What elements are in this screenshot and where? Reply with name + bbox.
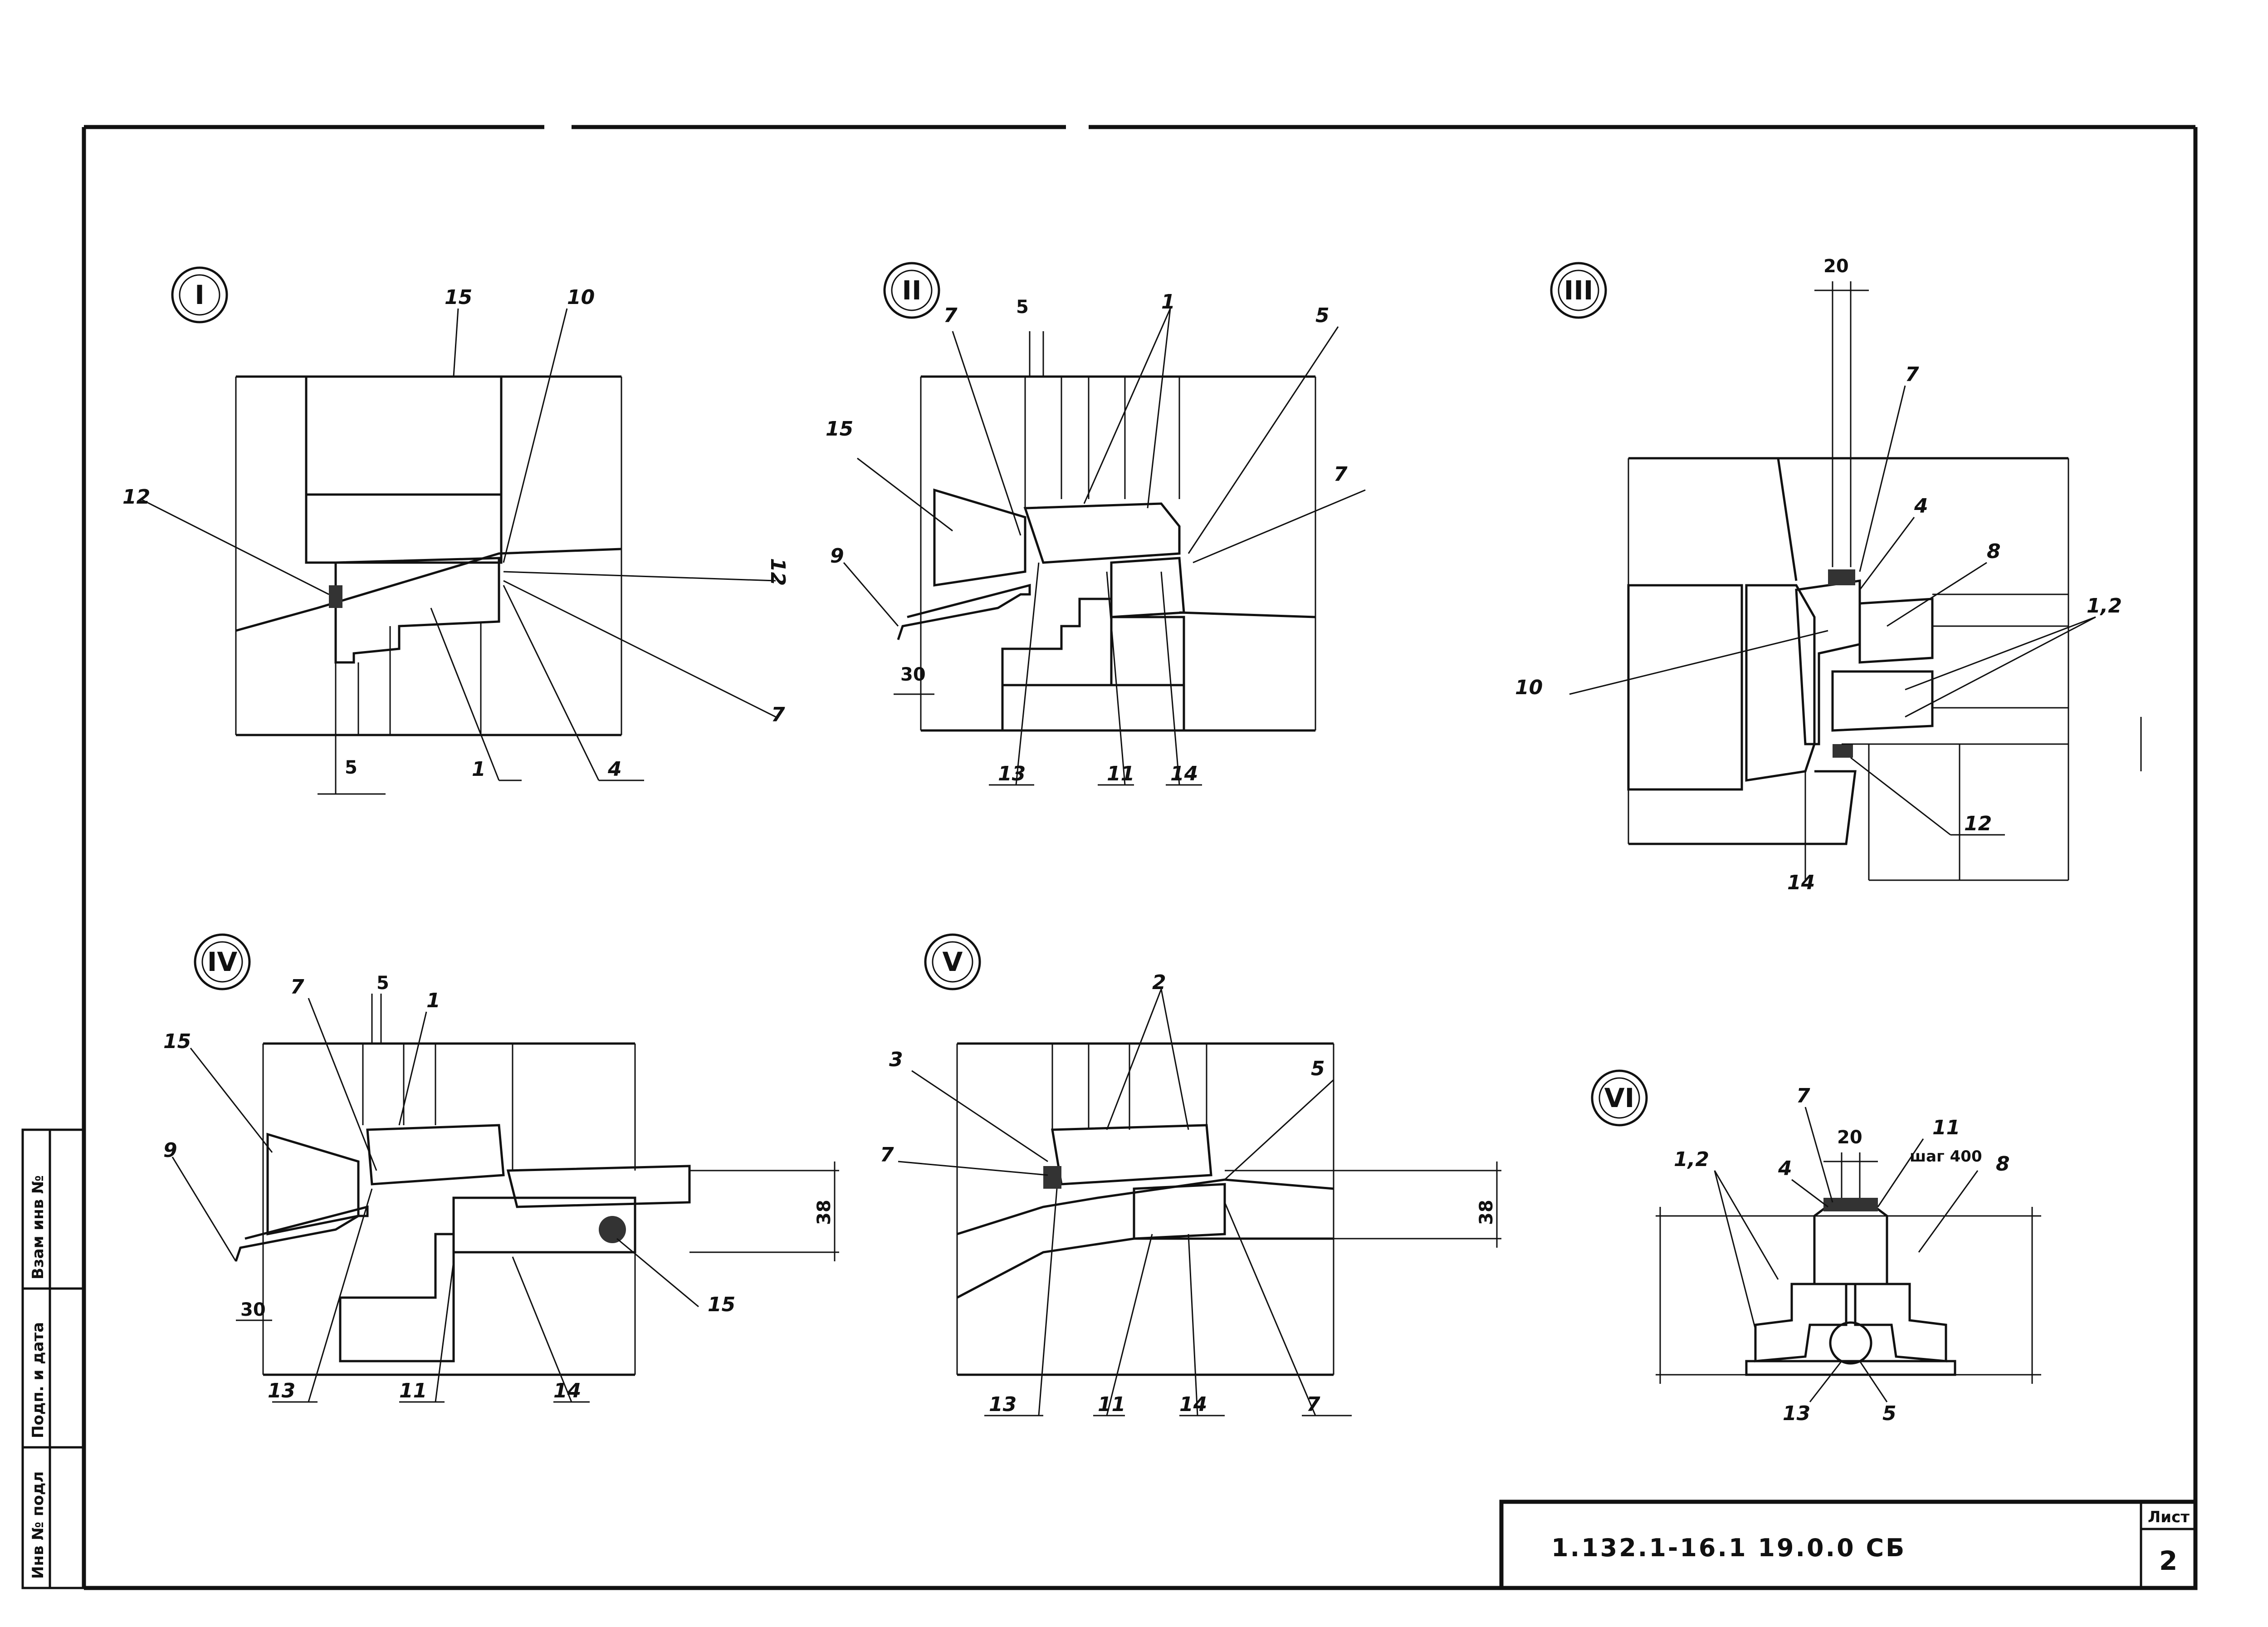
callout-IV-13: 13 <box>268 1379 295 1402</box>
detail-number-IV: IV <box>207 946 238 977</box>
detail-number-I: I <box>195 279 205 310</box>
callout-II-13: 13 <box>998 762 1026 785</box>
callout-IV-14: 14 <box>553 1379 581 1402</box>
side-stamp: Взам инв № Подп. и дата Инв № подл <box>21 1128 85 1589</box>
callout-IV-5: 5 <box>376 973 389 994</box>
callout-III-4: 4 <box>1914 495 1928 518</box>
callout-IV-30: 30 <box>240 1299 266 1320</box>
callout-II-9: 9 <box>830 544 844 568</box>
callout-I-10: 10 <box>567 286 595 309</box>
callout-V-14: 14 <box>1179 1393 1207 1416</box>
detail-marker-V <box>924 933 981 990</box>
callout-II-14: 14 <box>1170 762 1198 785</box>
stamp-inv-podl: Инв № подл <box>29 1471 47 1579</box>
callout-I-5: 5 <box>345 757 357 778</box>
callout-II-30: 30 <box>900 664 926 685</box>
sheet-number: 2 <box>2159 1545 2177 1576</box>
callout-VI-4: 4 <box>1778 1157 1792 1180</box>
callout-V-13: 13 <box>989 1393 1017 1416</box>
detail-marker-IV <box>194 933 251 990</box>
sheet-frame <box>82 125 2198 1590</box>
callout-VI-20: 20 <box>1837 1127 1862 1148</box>
title-block: 1.132.1-16.1 19.0.0 СБ Лист 2 <box>1499 1500 2198 1590</box>
detail-V: V 2 3 5 7 38 13 11 14 <box>880 933 1501 1416</box>
callout-VI-1-2: 1,2 <box>1674 1148 1709 1171</box>
callout-I-15: 15 <box>445 286 472 309</box>
detail-marker-II <box>883 262 940 319</box>
callout-V-5: 5 <box>1311 1057 1325 1080</box>
callout-I-12a: 12 <box>122 485 150 509</box>
callout-II-5b: 5 <box>1315 304 1330 327</box>
callout-V-7a: 7 <box>880 1143 894 1166</box>
callout-VI-11: 11 <box>1932 1116 1960 1139</box>
drawing-code: 1.132.1-16.1 19.0.0 СБ <box>1551 1534 1906 1562</box>
callout-I-1: 1 <box>472 758 486 781</box>
detail-IV: IV 7 5 1 15 9 <box>163 933 839 1403</box>
callout-IV-38: 38 <box>814 1200 835 1225</box>
callout-III-12: 12 <box>1964 812 1992 835</box>
callout-III-14: 14 <box>1787 871 1815 894</box>
callout-II-7a: 7 <box>943 304 958 327</box>
callout-I-4: 4 <box>607 758 622 781</box>
callout-IV-7: 7 <box>290 975 304 999</box>
callout-III-10: 10 <box>1515 676 1543 699</box>
callout-I-12b: 12 <box>766 558 789 586</box>
callout-II-5a: 5 <box>1016 297 1029 318</box>
callout-VI-8: 8 <box>1996 1152 2010 1176</box>
callout-IV-15b: 15 <box>708 1293 735 1316</box>
callout-VI-step: шаг 400 <box>1910 1147 1982 1166</box>
callout-III-20: 20 <box>1823 256 1849 277</box>
detail-number-V: V <box>943 946 963 977</box>
callout-III-7: 7 <box>1905 363 1919 386</box>
callout-IV-1: 1 <box>426 989 440 1012</box>
callout-III-1-2: 1,2 <box>2087 594 2122 617</box>
callout-III-8: 8 <box>1987 540 2001 563</box>
callout-V-11: 11 <box>1098 1393 1125 1416</box>
detail-VI: VI 7 20 11 шаг 400 8 4 1,2 13 5 <box>1591 1069 2041 1425</box>
stamp-podp-data: Подп. и дата <box>29 1322 47 1438</box>
callout-I-7: 7 <box>771 703 785 726</box>
stamp-vzam-inv: Взам инв № <box>29 1175 47 1279</box>
callout-VI-7: 7 <box>1796 1084 1810 1108</box>
callout-VI-5: 5 <box>1882 1402 1897 1425</box>
callout-II-11: 11 <box>1107 762 1134 785</box>
detail-III: III 20 7 4 8 1, <box>1515 256 2142 894</box>
detail-number-II: II <box>902 275 921 306</box>
callout-VI-13: 13 <box>1783 1402 1810 1425</box>
callout-IV-15a: 15 <box>163 1030 191 1053</box>
detail-marker-VI <box>1591 1069 1648 1127</box>
callout-V-7b: 7 <box>1306 1393 1320 1416</box>
callout-V-2: 2 <box>1152 971 1166 994</box>
detail-II: II 7 5 1 5 7 <box>826 262 1366 786</box>
sheet-label: Лист <box>2148 1508 2190 1526</box>
detail-marker-I <box>171 266 228 323</box>
callout-IV-11: 11 <box>399 1379 427 1402</box>
detail-marker-III <box>1550 262 1607 319</box>
detail-I: I 15 10 12 12 7 1 4 5 <box>122 266 789 795</box>
callout-II-7b: 7 <box>1334 463 1348 486</box>
callout-V-38: 38 <box>1476 1200 1497 1225</box>
detail-number-III: III <box>1564 275 1593 306</box>
callout-II-1: 1 <box>1161 290 1175 314</box>
detail-number-VI: VI <box>1604 1083 1634 1113</box>
callout-IV-9: 9 <box>163 1139 177 1162</box>
callout-II-15: 15 <box>826 417 853 441</box>
callout-V-3: 3 <box>889 1048 903 1071</box>
